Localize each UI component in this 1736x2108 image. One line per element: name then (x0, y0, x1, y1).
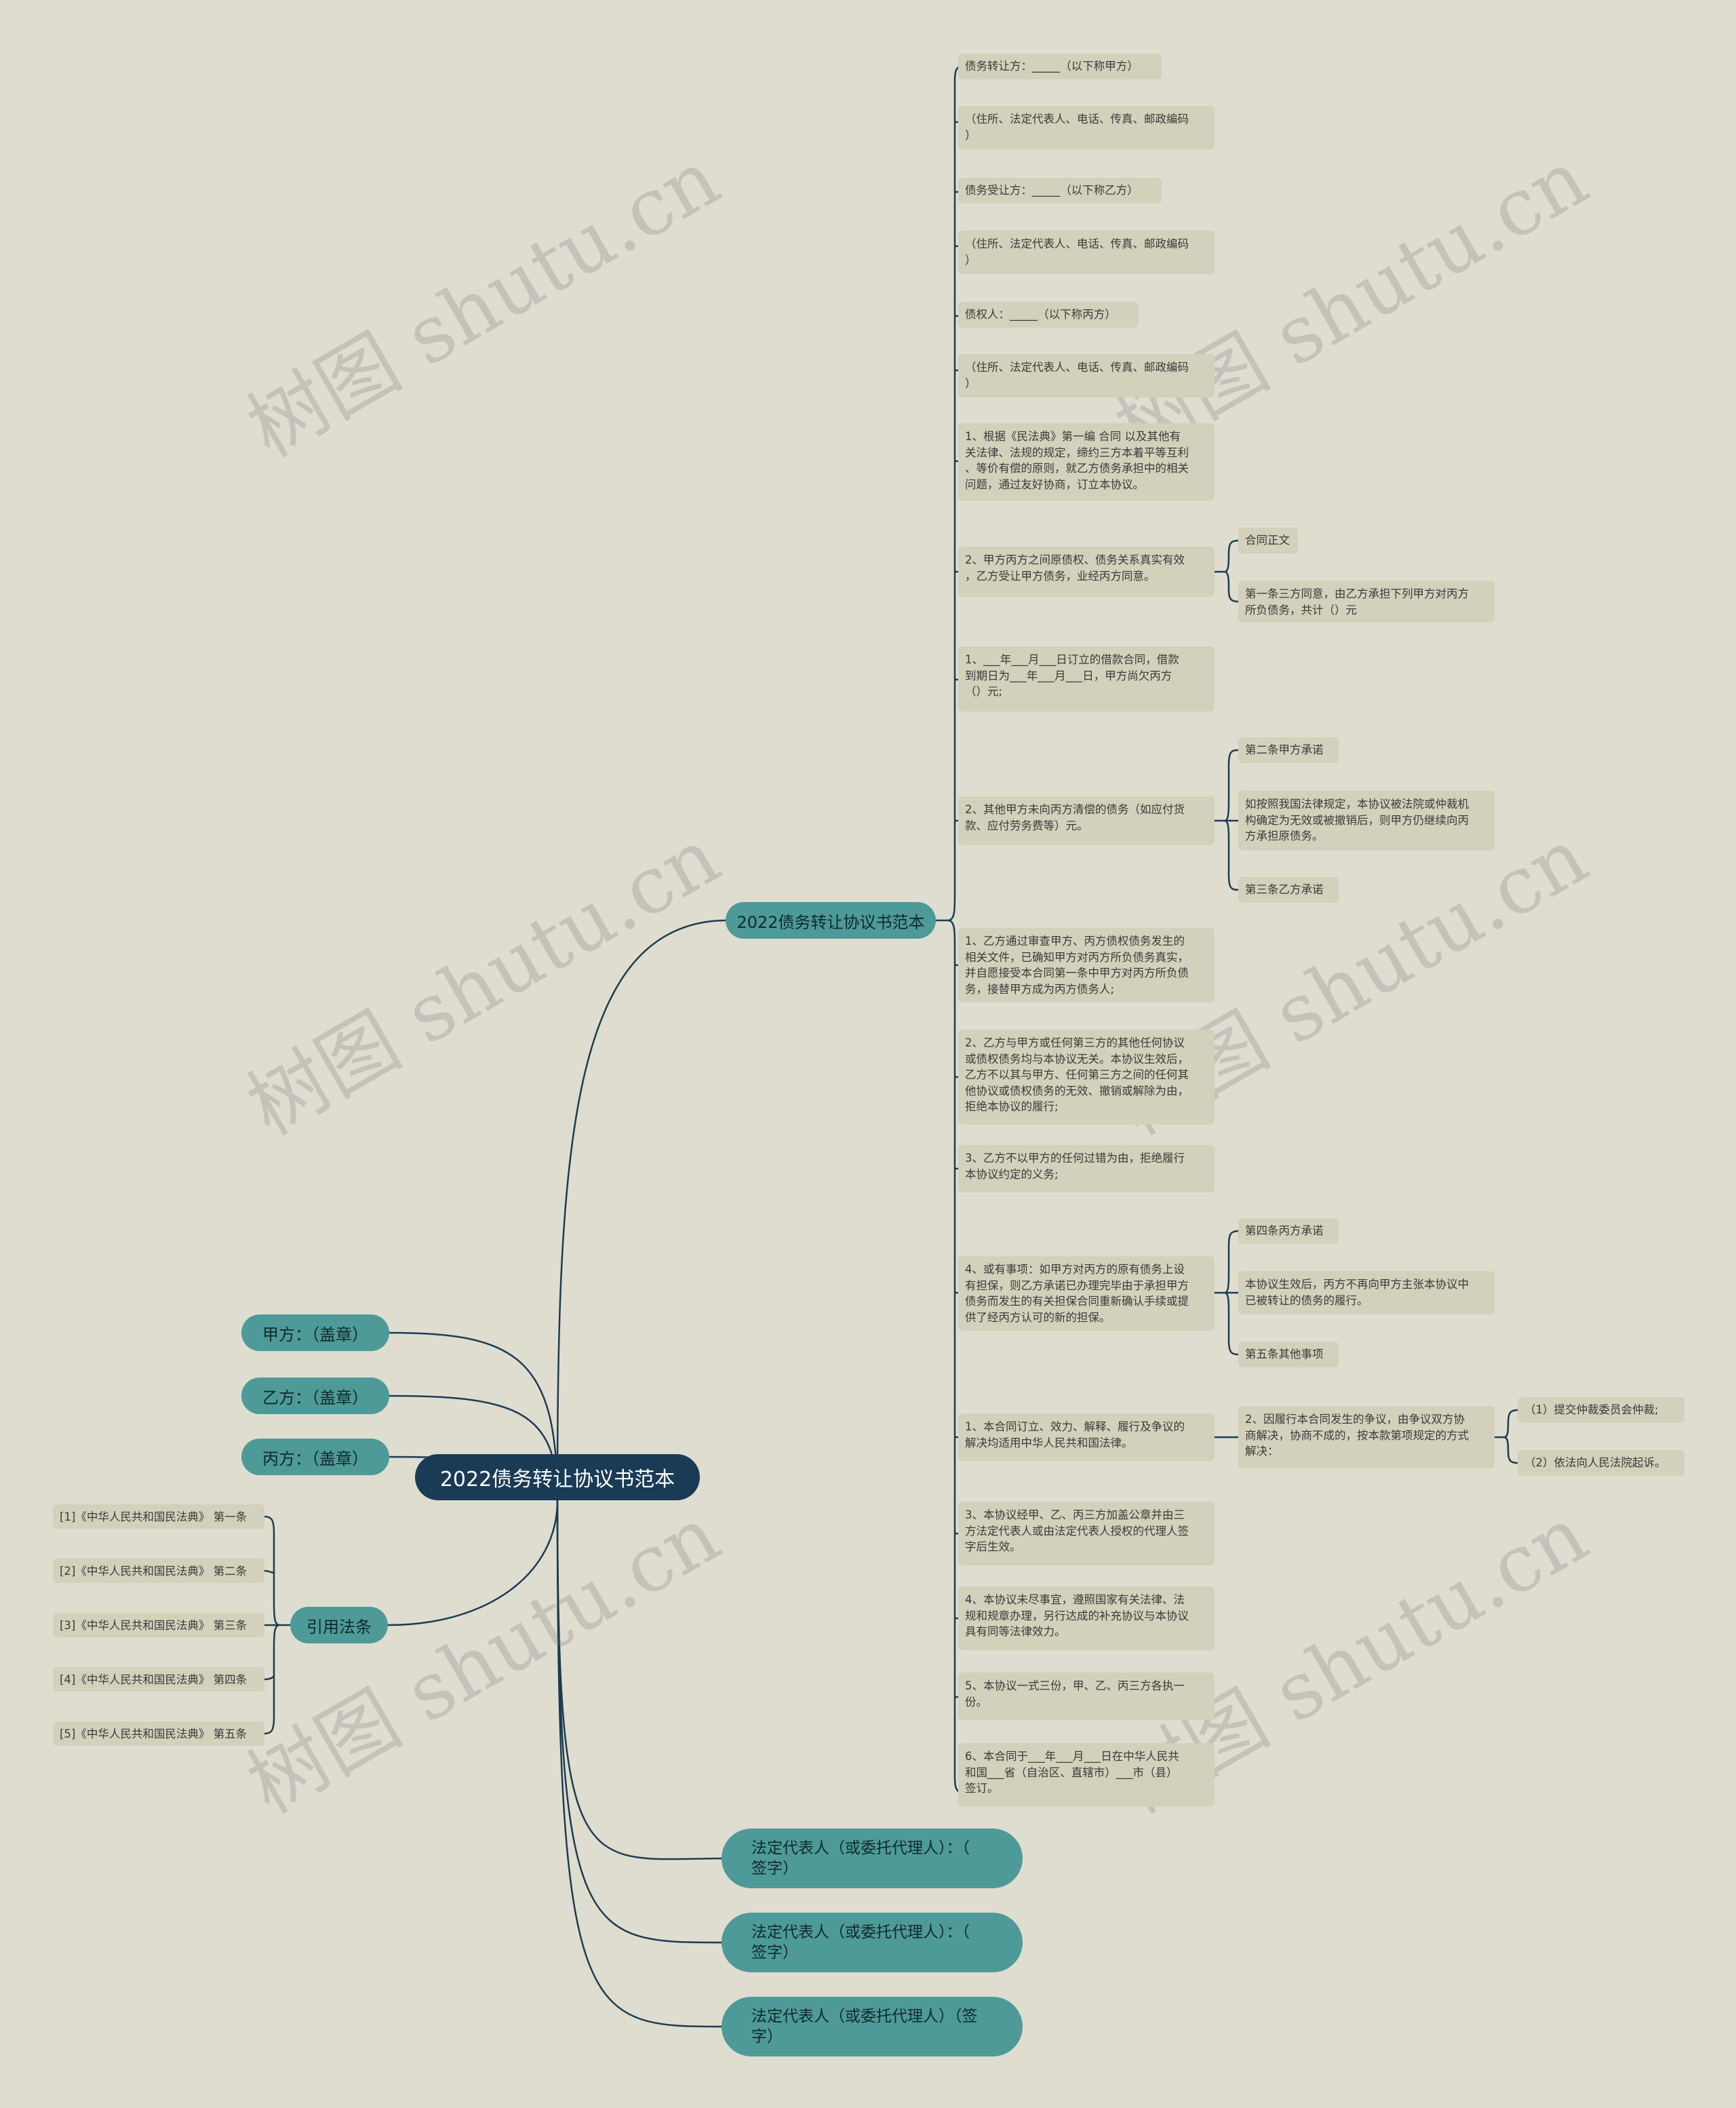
signature-node[interactable]: 法定代表人（或委托代理人）：（ 签字） (722, 1829, 1023, 1888)
leaf-contract-body[interactable]: 合同正文 (1238, 528, 1298, 553)
party-yi-node[interactable]: 乙方：（盖章） (241, 1378, 389, 1414)
leaf-effectiveness[interactable]: 3、本协议经甲、乙、丙三方加盖公章并由三 方法定代表人或由法定代表人授权的代理人… (958, 1502, 1215, 1565)
leaf-governing-law[interactable]: 1、本合同订立、效力、解释、履行及争议的 解决均适用中华人民共和国法律。 (958, 1413, 1215, 1461)
leaf-article-3[interactable]: 第三条乙方承诺 (1238, 877, 1339, 903)
leaf-article-4[interactable]: 第四条丙方承诺 (1238, 1218, 1339, 1244)
leaf-supplementary[interactable]: 4、本协议未尽事宜，遵照国家有关法律、法 规和规章办理，另行达成的补充协议与本协… (958, 1586, 1215, 1650)
leaf-clause-1[interactable]: 1、根据《民法典》第一编 合同 以及其他有 关法律、法规的规定，缔约三方本着平等… (958, 423, 1215, 501)
leaf-creditor[interactable]: 债权人：_____（以下称丙方） (958, 302, 1139, 328)
leaf-transferor-info[interactable]: （住所、法定代表人、电话、传真、邮政编码 ） (958, 106, 1215, 149)
leaf-arbitration[interactable]: （1）提交仲裁委员会仲裁; (1518, 1397, 1684, 1423)
signature-node[interactable]: 法定代表人（或委托代理人）：（ 签字） (722, 1913, 1023, 1972)
leaf-contingency[interactable]: 4、或有事项：如甲方对丙方的原有债务上设 有担保，则乙方承诺已办理完毕由于承担甲… (958, 1256, 1215, 1331)
leaf-party-b-independence[interactable]: 2、乙方与甲方或任何第三方的其他任何协议 或债权债务均与本协议无关。本协议生效后… (958, 1030, 1215, 1125)
leaf-signing-place[interactable]: 6、本合同于___年___月___日在中华人民共 和国___省（自治区、直辖市）… (958, 1743, 1215, 1807)
references-node[interactable]: 引用法条 (290, 1607, 388, 1643)
leaf-creditor-info[interactable]: （住所、法定代表人、电话、传真、邮政编码 ） (958, 354, 1215, 397)
leaf-article-2-detail[interactable]: 如按照我国法律规定，本协议被法院或仲裁机 构确定为无效或被撤销后，则甲方仍继续向… (1238, 791, 1495, 851)
leaf-loan-contract[interactable]: 1、___年___月___日订立的借款合同，借款 到期日为___年___月___… (958, 646, 1215, 711)
reference-item[interactable]: [3]《中华人民共和国民法典》 第三条 (53, 1613, 264, 1637)
leaf-transferor[interactable]: 债务转让方：_____（以下称甲方） (958, 54, 1162, 79)
leaf-article-2[interactable]: 第二条甲方承诺 (1238, 737, 1339, 763)
party-jia-node[interactable]: 甲方：（盖章） (241, 1314, 389, 1351)
leaf-court[interactable]: （2）依法向人民法院起诉。 (1518, 1450, 1684, 1476)
leaf-transferee[interactable]: 债务受让方：_____（以下称乙方） (958, 178, 1162, 203)
leaf-article-5[interactable]: 第五条其他事项 (1238, 1342, 1339, 1367)
reference-item[interactable]: [1]《中华人民共和国民法典》 第一条 (53, 1504, 264, 1529)
root-topic[interactable]: 2022债务转让协议书范本 (415, 1454, 700, 1500)
leaf-copies[interactable]: 5、本协议一式三份，甲、乙、丙三方各执一 份。 (958, 1673, 1215, 1720)
leaf-party-b-review[interactable]: 1、乙方通过审查甲方、丙方债权债务发生的 相关文件，已确知甲方对丙方所负债务真实… (958, 928, 1215, 1002)
reference-item[interactable]: [5]《中华人民共和国民法典》 第五条 (53, 1721, 264, 1746)
main-branch-node[interactable]: 2022债务转让协议书范本 (726, 902, 936, 939)
reference-item[interactable]: [4]《中华人民共和国民法典》 第四条 (53, 1667, 264, 1692)
leaf-dispute-resolution[interactable]: 2、因履行本合同发生的争议，由争议双方协 商解决，协商不成的，按本款第项规定的方… (1238, 1406, 1495, 1468)
leaf-party-b-no-excuse[interactable]: 3、乙方不以甲方的任何过错为由，拒绝履行 本协议约定的义务; (958, 1145, 1215, 1192)
leaf-other-debts[interactable]: 2、其他甲方未向丙方清偿的债务（如应付货 款、应付劳务费等）元。 (958, 796, 1215, 845)
leaf-clause-2[interactable]: 2、甲方丙方之间原债权、债务关系真实有效 ，乙方受让甲方债务，业经丙方同意。 (958, 547, 1215, 597)
leaf-article-1[interactable]: 第一条三方同意，由乙方承担下列甲方对丙方 所负债务，共计（）元 (1238, 581, 1495, 623)
reference-item[interactable]: [2]《中华人民共和国民法典》 第二条 (53, 1559, 264, 1583)
leaf-article-4-detail[interactable]: 本协议生效后，丙方不再向甲方主张本协议中 已被转让的债务的履行。 (1238, 1271, 1495, 1314)
signature-node[interactable]: 法定代表人（或委托代理人）（签 字） (722, 1997, 1023, 2056)
leaf-transferee-info[interactable]: （住所、法定代表人、电话、传真、邮政编码 ） (958, 231, 1215, 274)
party-bing-node[interactable]: 丙方：（盖章） (241, 1439, 389, 1475)
